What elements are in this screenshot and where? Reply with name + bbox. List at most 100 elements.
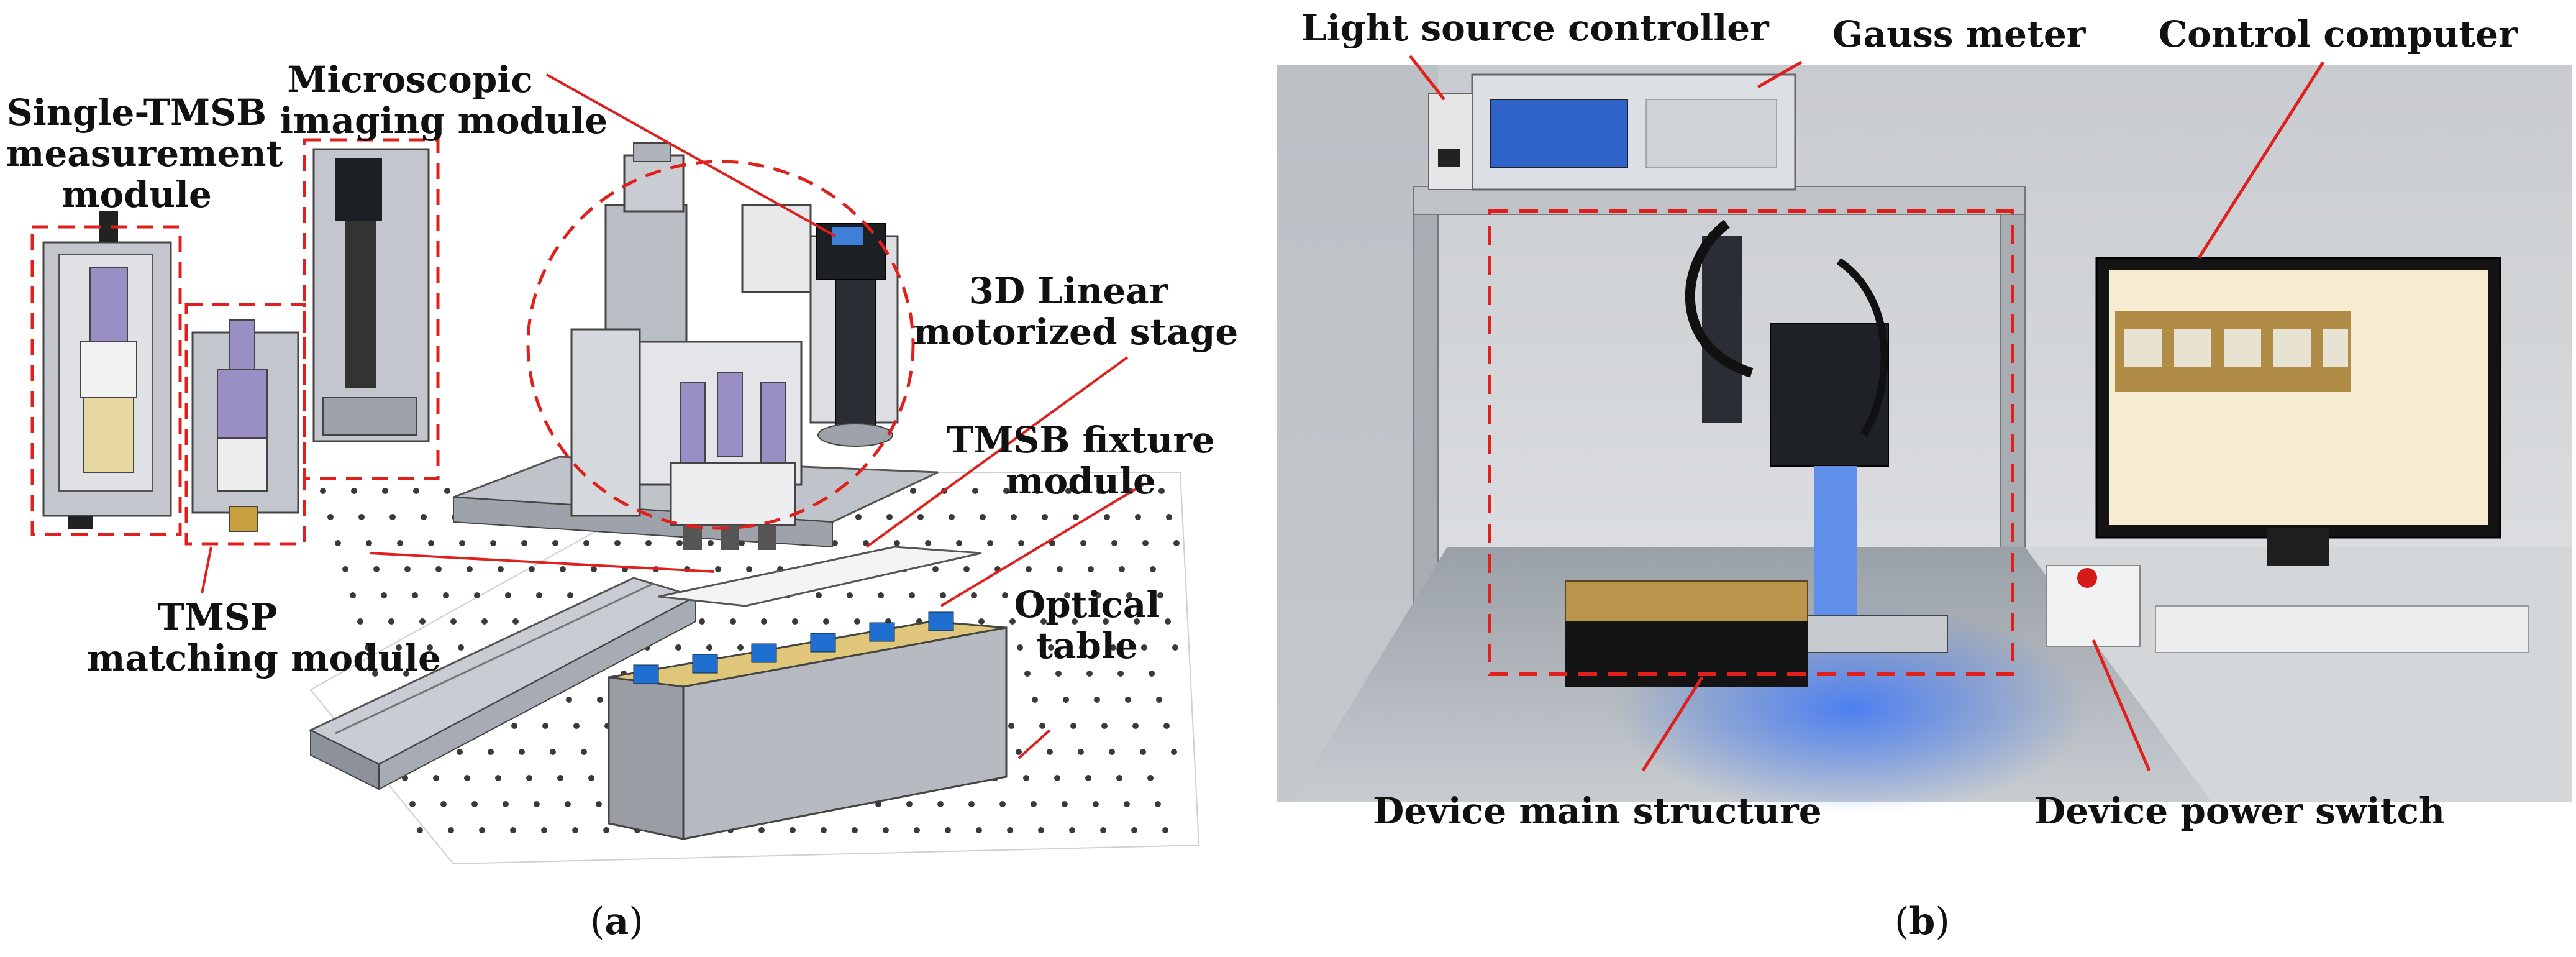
table-hole — [675, 644, 681, 651]
tmsp-heads — [670, 372, 796, 550]
table-hole — [1132, 723, 1139, 729]
table-hole — [1149, 671, 1155, 677]
table-hole — [963, 566, 970, 572]
table-hole — [342, 566, 348, 572]
table-hole — [1024, 671, 1031, 677]
table-hole — [471, 801, 478, 807]
table-hole — [1017, 644, 1023, 651]
table-hole — [503, 801, 509, 807]
table-hole — [1141, 644, 1147, 651]
table-hole — [433, 775, 439, 781]
gauss-meter-device — [1471, 73, 1796, 191]
table-hole — [1104, 514, 1110, 520]
keyboard-device — [2155, 605, 2529, 653]
label-microscopic-line1: Microscopic — [287, 58, 533, 101]
table-hole — [932, 566, 939, 572]
table-hole — [894, 540, 900, 546]
table-hole — [382, 488, 388, 494]
table-hole — [886, 514, 893, 520]
caption-a-letter: a — [604, 900, 629, 943]
stage-plate — [658, 546, 982, 607]
table-hole — [366, 540, 372, 546]
table-hole — [372, 671, 378, 677]
label-linear-stage: 3D Linear motorized stage — [913, 270, 1239, 353]
table-hole — [1078, 749, 1084, 755]
table-hole — [832, 540, 838, 546]
label-gauss-meter: Gauss meter — [1832, 13, 2086, 55]
table-hole — [914, 827, 920, 833]
table-hole — [404, 566, 411, 572]
table-hole — [878, 592, 884, 598]
table-hole — [596, 801, 602, 807]
table-hole — [1069, 827, 1075, 833]
table-hole — [1172, 644, 1178, 651]
table-hole — [457, 749, 463, 755]
table-hole — [1095, 592, 1101, 598]
table-hole — [357, 618, 363, 625]
table-hole — [350, 592, 356, 598]
table-hole — [417, 827, 423, 833]
table-hole — [511, 723, 517, 729]
table-hole — [1124, 801, 1130, 807]
table-hole — [1086, 671, 1093, 677]
table-hole — [940, 592, 946, 598]
table-hole — [906, 801, 913, 807]
table-hole — [1008, 723, 1014, 729]
table-hole — [1157, 592, 1163, 598]
table-hole — [1131, 827, 1137, 833]
table-hole — [541, 827, 547, 833]
table-hole — [1002, 592, 1008, 598]
control-computer-device — [2095, 257, 2501, 566]
table-hole — [351, 488, 357, 494]
power-switch-device — [2046, 565, 2141, 647]
table-hole — [816, 592, 822, 598]
callouts-b — [1409, 55, 2325, 772]
table-hole — [327, 514, 334, 520]
table-hole — [1140, 749, 1146, 755]
table-hole — [1134, 618, 1140, 625]
linear-rail — [308, 577, 698, 790]
table-hole — [937, 801, 944, 807]
table-hole — [821, 827, 827, 833]
table-hole — [1079, 644, 1085, 651]
table-hole — [443, 592, 449, 598]
label-single-tmsb: Single-TMSB measurement module — [6, 92, 283, 215]
table-hole — [1110, 644, 1116, 651]
table-hole — [567, 592, 573, 598]
table-hole — [459, 540, 465, 546]
table-hole — [413, 488, 419, 494]
label-power-switch: Device power switch — [2034, 790, 2446, 832]
table-hole — [373, 566, 380, 572]
table-hole — [1100, 827, 1106, 833]
table-hole — [1156, 697, 1162, 703]
label-control-computer: Control computer — [2159, 13, 2518, 55]
table-hole — [450, 618, 457, 625]
table-hole — [427, 644, 433, 651]
table-hole — [1155, 801, 1161, 807]
light-source-device — [1428, 93, 1473, 190]
table-hole — [1047, 749, 1053, 755]
table-hole — [1042, 514, 1048, 520]
table-hole — [1142, 540, 1149, 546]
table-hole — [495, 775, 501, 781]
dashed-boxes-a — [30, 138, 915, 546]
table-hole — [388, 618, 394, 625]
table-hole — [980, 514, 986, 520]
label-fixture-line2: module — [1006, 460, 1156, 502]
table-hole — [510, 827, 516, 833]
table-hole — [481, 618, 488, 625]
table-hole — [536, 592, 542, 598]
table-hole — [1023, 775, 1029, 781]
table-hole — [1026, 566, 1032, 572]
label-fixture-line1: TMSB fixture — [947, 419, 1215, 461]
table-hole — [976, 827, 982, 833]
table-hole — [614, 540, 621, 546]
table-hole — [428, 540, 434, 546]
label-linear-stage-line2: motorized stage — [913, 311, 1239, 353]
label-optical-line1: Optical — [1014, 584, 1160, 626]
table-hole — [1150, 566, 1156, 572]
table-hole — [389, 514, 396, 520]
table-hole — [1003, 488, 1009, 494]
table-hole — [1031, 801, 1037, 807]
